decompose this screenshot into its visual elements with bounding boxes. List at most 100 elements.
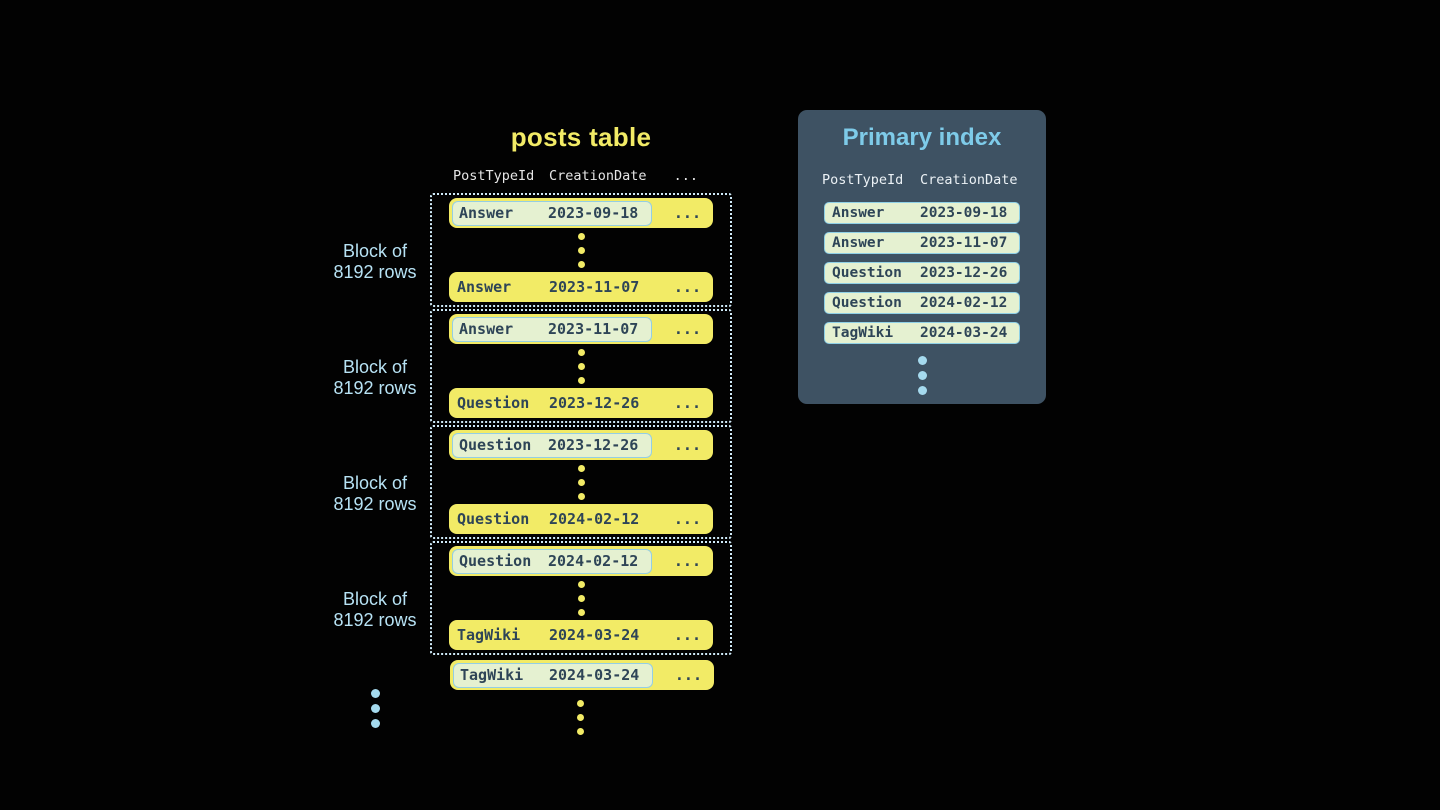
block-size-label: Block of 8192 rows (318, 473, 432, 515)
index-row: Question 2024-02-12 (824, 292, 1020, 314)
block-size-label: Block of 8192 rows (318, 589, 432, 631)
creation-date-cell: 2024-02-12 (920, 295, 1008, 311)
ellipsis-dots-vertical (577, 577, 585, 619)
table-row: Answer 2023-09-18 ... (449, 198, 713, 228)
block-size-label-line2: 8192 rows (333, 494, 417, 514)
creation-date-cell: 2023-11-07 (549, 278, 640, 296)
post-type-cell: Question (832, 265, 902, 281)
dot (577, 362, 585, 370)
more-columns-ellipsis: ... (673, 278, 701, 296)
dot (917, 386, 927, 395)
block-size-label: Block of 8192 rows (318, 241, 432, 283)
indexed-row-highlight: TagWiki 2024-03-24 (453, 662, 653, 688)
primary-index-column-headers: PostTypeId CreationDate (798, 172, 1046, 188)
dot (577, 713, 584, 721)
index-row: Answer 2023-09-18 (824, 202, 1020, 224)
dot (577, 608, 585, 616)
dot (577, 594, 585, 602)
dot (577, 232, 585, 240)
post-type-cell: Answer (832, 235, 885, 251)
dot (371, 719, 380, 728)
dot (371, 704, 380, 713)
more-columns-ellipsis: ... (674, 666, 702, 684)
more-columns-ellipsis: ... (673, 552, 701, 570)
dot (577, 464, 585, 472)
block-4: Question 2024-02-12 ... TagWiki 2024-03-… (430, 541, 732, 655)
post-type-cell: Answer (832, 205, 885, 221)
index-row: Answer 2023-11-07 (824, 232, 1020, 254)
more-columns-ellipsis: ... (673, 436, 701, 454)
table-row: TagWiki 2024-03-24 ... (449, 620, 713, 650)
post-type-cell: Answer (459, 320, 514, 338)
table-row-next-block: TagWiki 2024-03-24 ... (450, 660, 714, 690)
dot (577, 246, 585, 254)
table-row: Answer 2023-11-07 ... (449, 272, 713, 302)
creation-date-cell: 2024-02-12 (548, 552, 639, 570)
index-row: Question 2023-12-26 (824, 262, 1020, 284)
creation-date-cell: 2024-02-12 (549, 510, 640, 528)
column-header-more-ellipsis: ... (673, 168, 698, 184)
post-type-cell: Question (457, 394, 530, 412)
indexed-row-highlight: Question 2023-12-26 (452, 432, 652, 458)
creation-date-cell: 2023-11-07 (920, 235, 1008, 251)
posts-table-column-headers: PostTypeId CreationDate ... (450, 166, 714, 186)
block-size-label-line2: 8192 rows (333, 610, 417, 630)
block-size-label-line1: Block of (342, 473, 408, 493)
column-header-creationdate: CreationDate (920, 172, 1018, 188)
creation-date-cell: 2024-03-24 (920, 325, 1008, 341)
dot (917, 356, 927, 365)
more-columns-ellipsis: ... (673, 204, 701, 222)
post-type-cell: TagWiki (457, 626, 521, 644)
indexed-row-highlight: Answer 2023-09-18 (452, 200, 652, 226)
more-columns-ellipsis: ... (673, 320, 701, 338)
post-type-cell: TagWiki (832, 325, 894, 341)
index-row: TagWiki 2024-03-24 (824, 322, 1020, 344)
creation-date-cell: 2023-09-18 (548, 204, 639, 222)
dot (577, 260, 585, 268)
post-type-cell: Question (459, 552, 532, 570)
more-blocks-dots (371, 686, 380, 731)
table-row: Question 2024-02-12 ... (449, 546, 713, 576)
more-columns-ellipsis: ... (673, 394, 701, 412)
column-header-posttypeid: PostTypeId (453, 168, 535, 184)
block-1: Answer 2023-09-18 ... Answer 2023-11-07 … (430, 193, 732, 307)
indexed-row-highlight: Answer 2023-11-07 (452, 316, 652, 342)
creation-date-cell: 2023-09-18 (920, 205, 1008, 221)
posts-table-title: posts table (510, 122, 652, 152)
table-row: Question 2024-02-12 ... (449, 504, 713, 534)
post-type-cell: Question (832, 295, 902, 311)
creation-date-cell: 2023-12-26 (548, 436, 639, 454)
creation-date-cell: 2024-03-24 (549, 626, 640, 644)
indexed-row-highlight: Question 2024-02-12 (452, 548, 652, 574)
post-type-cell: Answer (459, 204, 514, 222)
more-rows-dots (577, 696, 584, 738)
table-row: Question 2023-12-26 ... (449, 430, 713, 460)
dot (577, 376, 585, 384)
ellipsis-dots-vertical (577, 345, 585, 387)
block-2: Answer 2023-11-07 ... Question 2023-12-2… (430, 309, 732, 423)
post-type-cell: TagWiki (460, 666, 524, 684)
post-type-cell: Question (459, 436, 532, 454)
dot (917, 371, 927, 380)
primary-index-panel: Primary index PostTypeId CreationDate An… (798, 110, 1046, 404)
dot (577, 727, 584, 735)
dot (577, 492, 585, 500)
table-row: Question 2023-12-26 ... (449, 388, 713, 418)
dot (577, 348, 585, 356)
block-size-label-line2: 8192 rows (333, 378, 417, 398)
column-header-creationdate: CreationDate (549, 168, 647, 184)
block-size-label-line2: 8192 rows (333, 262, 417, 282)
creation-date-cell: 2023-11-07 (548, 320, 639, 338)
ellipsis-dots-vertical (577, 461, 585, 503)
more-columns-ellipsis: ... (673, 510, 701, 528)
column-header-posttypeid: PostTypeId (822, 172, 904, 188)
more-columns-ellipsis: ... (673, 626, 701, 644)
primary-index-rows: Answer 2023-09-18 Answer 2023-11-07 Ques… (798, 202, 1046, 344)
creation-date-cell: 2023-12-26 (920, 265, 1008, 281)
block-size-label: Block of 8192 rows (318, 357, 432, 399)
dot (371, 689, 380, 698)
dot (577, 580, 585, 588)
creation-date-cell: 2023-12-26 (549, 394, 640, 412)
more-index-entries-dots (798, 353, 1046, 398)
dot (577, 478, 585, 486)
